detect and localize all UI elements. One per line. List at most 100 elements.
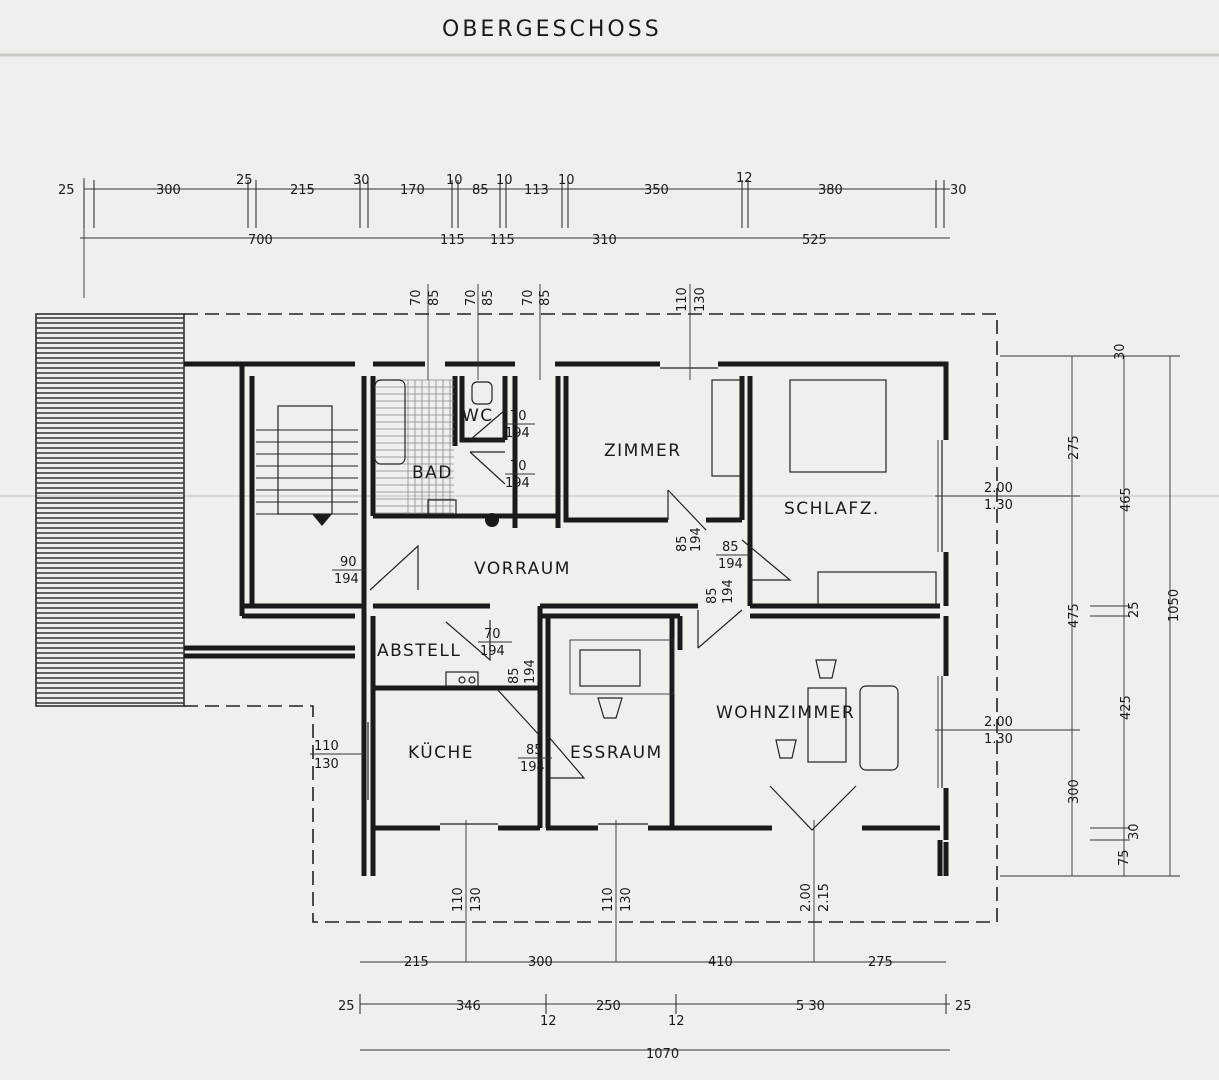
door-w: 85 — [507, 667, 522, 684]
window-label: 110 130 — [310, 739, 364, 772]
door-w: 90 — [340, 555, 357, 570]
door-label: 70 194 — [478, 627, 512, 659]
dim-top1: 30 — [353, 173, 370, 188]
window-h: 1.30 — [984, 732, 1013, 747]
dim-top1: 25 — [58, 183, 75, 198]
dim-top2: 525 — [802, 233, 827, 248]
opening-w: 110 — [675, 287, 690, 312]
dim-top1: 25 — [236, 173, 253, 188]
dim-right: 300 — [1067, 779, 1082, 804]
dim-top1: 113 — [524, 183, 549, 198]
dim-right: 75 — [1117, 849, 1132, 866]
opening-w: 110 — [601, 887, 616, 912]
dim-top1: 30 — [950, 183, 967, 198]
door-label: 85 194 — [507, 659, 538, 684]
dim-top1: 380 — [818, 183, 843, 198]
dimension-ticks — [83, 180, 947, 1014]
bath-tiles — [376, 379, 454, 514]
dim-top1: 10 — [446, 173, 463, 188]
door-w: 70 — [510, 459, 527, 474]
door-h: 194 — [505, 476, 530, 491]
dim-right: 475 — [1067, 603, 1082, 628]
dim-top2: 310 — [592, 233, 617, 248]
armchair-icon — [775, 739, 797, 759]
dim-top1: 10 — [496, 173, 513, 188]
door-h: 194 — [721, 579, 736, 604]
dim-right-mid: 465 — [1119, 487, 1134, 512]
dim-bottom2: 346 — [456, 999, 481, 1014]
window-h: 130 — [314, 757, 339, 772]
room-label-zimmer: ZIMMER — [604, 441, 682, 461]
room-label-vorraum: VORRAUM — [474, 559, 571, 579]
bathtub-icon — [374, 379, 406, 465]
toilet-icon — [471, 381, 493, 405]
door-h: 194 — [505, 426, 530, 441]
room-label-abstell: ABSTELL — [377, 641, 461, 661]
opening-h: 130 — [619, 887, 634, 912]
dim-right: 275 — [1067, 435, 1082, 460]
door-wohnzimmer — [697, 609, 743, 649]
opening-h: 85 — [427, 289, 442, 306]
dim-top1: 10 — [558, 173, 575, 188]
door-h: 194 — [520, 760, 545, 775]
dim-bottom1: 215 — [404, 955, 429, 970]
door-label: 85 194 — [675, 527, 704, 552]
door-h: 194 — [523, 659, 538, 684]
dim-bottom1: 410 — [708, 955, 733, 970]
burner-icon — [458, 676, 466, 684]
dim-bottom2: 5 30 — [796, 999, 825, 1014]
door-h: 194 — [689, 527, 704, 552]
door-label: 70 194 — [505, 409, 535, 441]
opening-h: 85 — [538, 289, 553, 306]
door-zimmer — [667, 489, 707, 531]
sink-icon — [427, 499, 457, 515]
balcony-door — [769, 785, 857, 831]
dining-table-icon — [569, 639, 675, 695]
dim-top2: 700 — [248, 233, 273, 248]
door-w: 85 — [705, 587, 720, 604]
dim-bottom2: 25 — [955, 999, 972, 1014]
door-w: 70 — [484, 627, 501, 642]
door-w: 70 — [510, 409, 527, 424]
door-h: 194 — [480, 644, 505, 659]
dim-right-mid: 25 — [1127, 601, 1142, 618]
dim-bottom2: 12 — [668, 1014, 685, 1029]
dim-top1: 215 — [290, 183, 315, 198]
opening-h: 2.15 — [817, 883, 832, 912]
armchair-icon — [815, 659, 837, 679]
dim-right: 30 — [1113, 343, 1128, 360]
staircase — [256, 405, 358, 526]
door-label: 85 194 — [705, 579, 736, 604]
room-label-bad: BAD — [412, 463, 453, 483]
window-label: 2.00 1.30 — [984, 715, 1013, 747]
dim-top1: 350 — [644, 183, 669, 198]
fixtures — [374, 379, 937, 771]
door-schlafz — [741, 539, 792, 581]
dim-right-mid: 425 — [1119, 695, 1134, 720]
dim-top1: 170 — [400, 183, 425, 198]
coffee-table-icon — [807, 687, 847, 763]
door-h: 194 — [334, 572, 359, 587]
dim-bottom-total: 1070 — [646, 1047, 679, 1062]
walls — [184, 361, 949, 876]
opening-h: 85 — [481, 289, 496, 306]
dim-bottom2: 250 — [596, 999, 621, 1014]
door-w: 85 — [526, 743, 543, 758]
burner-icon — [468, 676, 476, 684]
door-swings — [369, 409, 857, 831]
door-stair — [369, 544, 419, 591]
window-label: 2.00 1.30 — [984, 481, 1013, 513]
room-label-wc: WC — [462, 406, 494, 426]
bed-icon — [789, 379, 887, 473]
dim-bottom2: 12 — [540, 1014, 557, 1029]
opening-h: 130 — [469, 887, 484, 912]
dim-top2: 115 — [440, 233, 465, 248]
door-w: 85 — [675, 535, 690, 552]
boiler-icon — [485, 513, 499, 527]
opening-w: 110 — [451, 887, 466, 912]
door-label: 85 194 — [518, 743, 552, 775]
door-wc — [469, 409, 506, 441]
dining-cabinet-icon — [579, 649, 641, 687]
